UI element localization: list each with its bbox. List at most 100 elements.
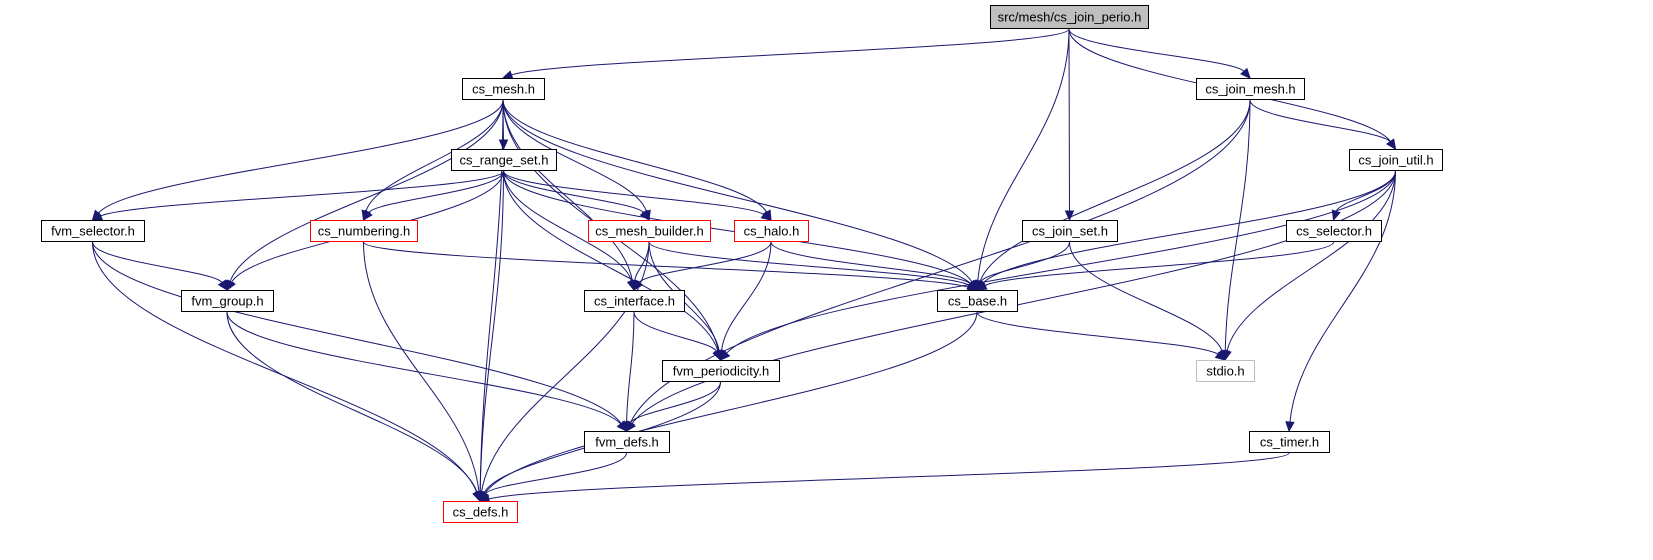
edge-line: [480, 241, 650, 493]
edge-cs-base-to-cs-defs: [479, 311, 978, 503]
node-box[interactable]: [990, 5, 1149, 29]
node-label: cs_join_util.h: [1358, 153, 1433, 168]
node-box[interactable]: [1349, 149, 1443, 171]
node-label: cs_base.h: [948, 294, 1007, 309]
edge-arrowhead: [217, 279, 228, 292]
edge-line: [1249, 99, 1391, 143]
edge-line: [629, 381, 721, 424]
node-box[interactable]: [462, 78, 545, 100]
node-box[interactable]: [1249, 431, 1330, 453]
edge-line: [479, 170, 504, 493]
node-cs-join-set[interactable]: cs_join_set.h: [1022, 220, 1118, 242]
edge-line: [648, 241, 970, 286]
edge-line: [770, 241, 971, 285]
node-box[interactable]: [1196, 360, 1255, 382]
edge-line: [502, 99, 973, 283]
node-box[interactable]: [1196, 78, 1305, 100]
node-cs-numbering[interactable]: cs_numbering.h: [310, 220, 418, 242]
edge-cs-range-set-to-cs-mesh-builder: [503, 170, 650, 221]
edge-line: [92, 241, 223, 283]
edge-cs-numbering-to-cs-base: [363, 241, 979, 292]
node-box[interactable]: [1022, 220, 1118, 242]
edge-cs-halo-to-cs-base: [770, 241, 978, 291]
node-layer: src/mesh/cs_join_perio.h cs_mesh.h cs_join…: [41, 5, 1443, 523]
node-cs-timer[interactable]: cs_timer.h: [1249, 431, 1330, 453]
edge-arrowhead: [226, 279, 236, 292]
edge-cs-range-set-to-fvm-periodicity: [503, 170, 723, 362]
node-box[interactable]: [937, 290, 1018, 312]
node-label: cs_selector.h: [1296, 224, 1372, 239]
node-label: cs_numbering.h: [318, 224, 411, 239]
node-box[interactable]: [588, 220, 711, 242]
edge-line: [502, 99, 768, 213]
edge-line: [631, 170, 1396, 425]
edge-cs-range-set-to-fvm-selector: [91, 170, 504, 221]
edge-arrowhead: [719, 349, 731, 361]
node-stdio[interactable]: stdio.h: [1196, 360, 1255, 382]
edge-line: [980, 241, 1070, 283]
node-fvm-defs[interactable]: fvm_defs.h: [584, 431, 670, 453]
node-cs-mesh-builder[interactable]: cs_mesh_builder.h: [588, 220, 711, 242]
edge-cs-range-set-to-cs-numbering: [362, 170, 504, 222]
edge-line: [502, 99, 647, 212]
edge-line: [92, 241, 478, 493]
edge-cs-selector-to-cs-base: [975, 241, 1334, 291]
node-box[interactable]: [41, 220, 145, 242]
node-box[interactable]: [451, 149, 557, 171]
node-label: cs_join_mesh.h: [1205, 82, 1295, 97]
node-fvm-selector[interactable]: fvm_selector.h: [41, 220, 145, 242]
node-fvm-group[interactable]: fvm_group.h: [181, 290, 274, 312]
node-cs-halo[interactable]: cs_halo.h: [734, 220, 809, 242]
edge-cs-join-perio-to-cs-join-mesh: [1068, 28, 1251, 79]
edge-line: [1226, 170, 1396, 352]
edge-line: [97, 99, 504, 214]
node-box[interactable]: [443, 501, 518, 523]
node-label: fvm_defs.h: [595, 435, 659, 450]
edge-line: [484, 452, 627, 495]
node-box[interactable]: [310, 220, 418, 242]
node-fvm-periodicity[interactable]: fvm_periodicity.h: [662, 360, 780, 382]
edge-cs-join-util-to-cs-selector: [1331, 170, 1396, 222]
node-cs-range-set[interactable]: cs_range_set.h: [451, 149, 557, 171]
node-cs-defs[interactable]: cs_defs.h: [443, 501, 518, 523]
edge-cs-halo-to-cs-interface: [633, 241, 772, 292]
edge-line: [503, 170, 633, 282]
edge-line: [503, 170, 972, 284]
edge-fvm-selector-to-fvm-defs: [92, 241, 628, 433]
node-cs-mesh[interactable]: cs_mesh.h: [462, 78, 545, 100]
node-box[interactable]: [734, 220, 809, 242]
edge-line: [982, 170, 1396, 284]
edge-line: [638, 241, 772, 283]
edge-arrowhead: [501, 70, 514, 80]
edge-line: [484, 311, 978, 494]
node-label: cs_mesh.h: [472, 82, 535, 97]
edge-cs-interface-to-fvm-defs: [621, 311, 635, 433]
node-box[interactable]: [181, 290, 274, 312]
node-cs-interface[interactable]: cs_interface.h: [584, 290, 685, 312]
edge-cs-join-util-to-cs-timer: [1285, 170, 1396, 433]
node-label: fvm_periodicity.h: [673, 364, 770, 379]
edge-line: [503, 170, 645, 214]
edge-line: [1224, 99, 1251, 352]
node-cs-selector[interactable]: cs_selector.h: [1286, 220, 1382, 242]
node-box[interactable]: [662, 360, 780, 382]
edge-cs-mesh-builder-to-cs-defs: [476, 241, 650, 503]
edge-cs-join-mesh-to-cs-join-util: [1249, 99, 1397, 150]
edge-cs-join-set-to-stdio: [1069, 241, 1227, 362]
edge-line: [984, 241, 1334, 287]
node-box[interactable]: [584, 290, 685, 312]
node-cs-join-perio[interactable]: src/mesh/cs_join_perio.h: [990, 5, 1149, 29]
edge-arrowhead: [966, 279, 978, 291]
node-cs-join-util[interactable]: cs_join_util.h: [1349, 149, 1443, 171]
edge-cs-join-perio-to-cs-mesh: [501, 28, 1070, 80]
node-cs-base[interactable]: cs_base.h: [937, 290, 1018, 312]
edge-arrowhead: [1386, 138, 1397, 150]
node-label: stdio.h: [1206, 364, 1244, 379]
edge-line: [363, 241, 969, 288]
node-cs-join-mesh[interactable]: cs_join_mesh.h: [1196, 78, 1305, 100]
edge-line: [368, 170, 504, 213]
node-label: cs_interface.h: [594, 294, 675, 309]
edge-arrowhead: [362, 209, 373, 222]
node-box[interactable]: [584, 431, 670, 453]
node-box[interactable]: [1286, 220, 1382, 242]
